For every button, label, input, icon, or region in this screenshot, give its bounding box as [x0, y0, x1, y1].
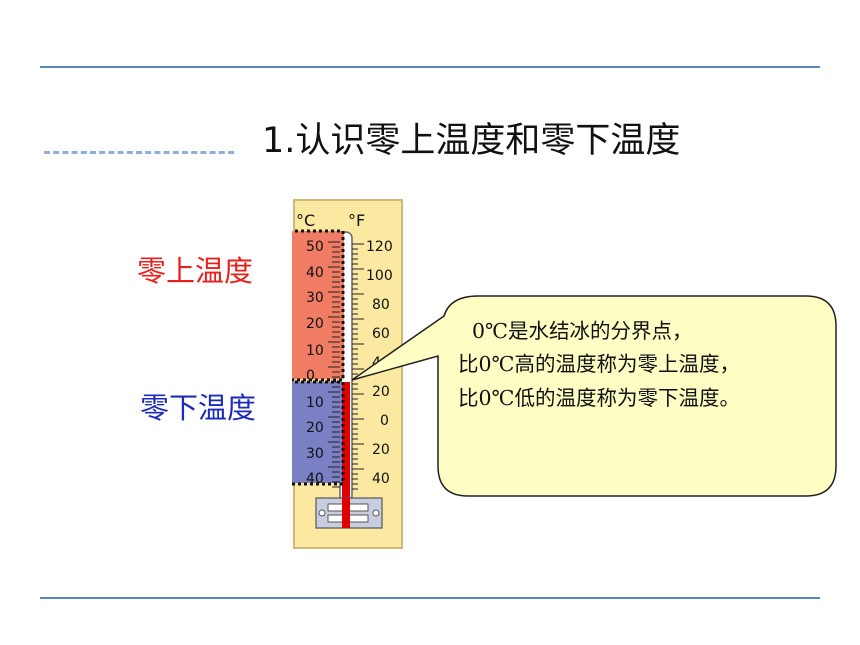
fahrenheit-tick-label: 100: [366, 268, 393, 284]
fahrenheit-unit: °F: [348, 211, 365, 230]
fahrenheit-tick-label: 60: [372, 326, 390, 342]
celsius-tick-label: 30: [306, 290, 324, 306]
celsius-tick-label: 40: [306, 265, 324, 281]
below-zero-frame: [292, 380, 345, 486]
celsius-tick-label: 10: [306, 343, 324, 359]
callout-line-1: 0℃是水结冰的分界点，: [472, 319, 693, 343]
celsius-tick-label: 30: [306, 446, 324, 462]
callout-line-3: 比0℃低的温度称为零下温度。: [458, 386, 740, 410]
celsius-tick-label: 0: [306, 368, 315, 384]
title-dash-decoration: [44, 151, 234, 154]
celsius-unit: °C: [296, 211, 315, 230]
celsius-tick-label: 40: [306, 471, 324, 487]
fahrenheit-tick-label: 40: [372, 471, 390, 487]
bottom-rule: [40, 597, 820, 599]
fahrenheit-tick-label: 0: [380, 413, 389, 429]
celsius-tick-label: 10: [306, 395, 324, 411]
fahrenheit-tick-label: 20: [372, 442, 390, 458]
thermometer-illustration: °C °F 50 40 30 20 10 0 10 20 30 40 120 1…: [292, 199, 403, 549]
celsius-tick-label: 20: [306, 316, 324, 332]
slide-title: 1.认识零上温度和零下温度: [262, 121, 681, 161]
fahrenheit-tick-label: 40: [372, 355, 390, 371]
fahrenheit-tick-label: 120: [366, 239, 393, 255]
celsius-tick-label: 50: [306, 239, 324, 255]
mercury-column: [342, 382, 350, 510]
above-zero-label: 零上温度: [137, 254, 254, 288]
callout-line-2: 比0℃高的温度称为零上温度，: [458, 352, 740, 376]
fahrenheit-tick-label: 80: [372, 297, 390, 313]
above-zero-zone: [292, 231, 344, 379]
above-zero-frame: [292, 229, 345, 382]
celsius-tick-label: 20: [306, 420, 324, 436]
below-zero-label: 零下温度: [140, 391, 257, 425]
top-rule: [40, 66, 820, 68]
fahrenheit-tick-label: 20: [372, 384, 390, 400]
